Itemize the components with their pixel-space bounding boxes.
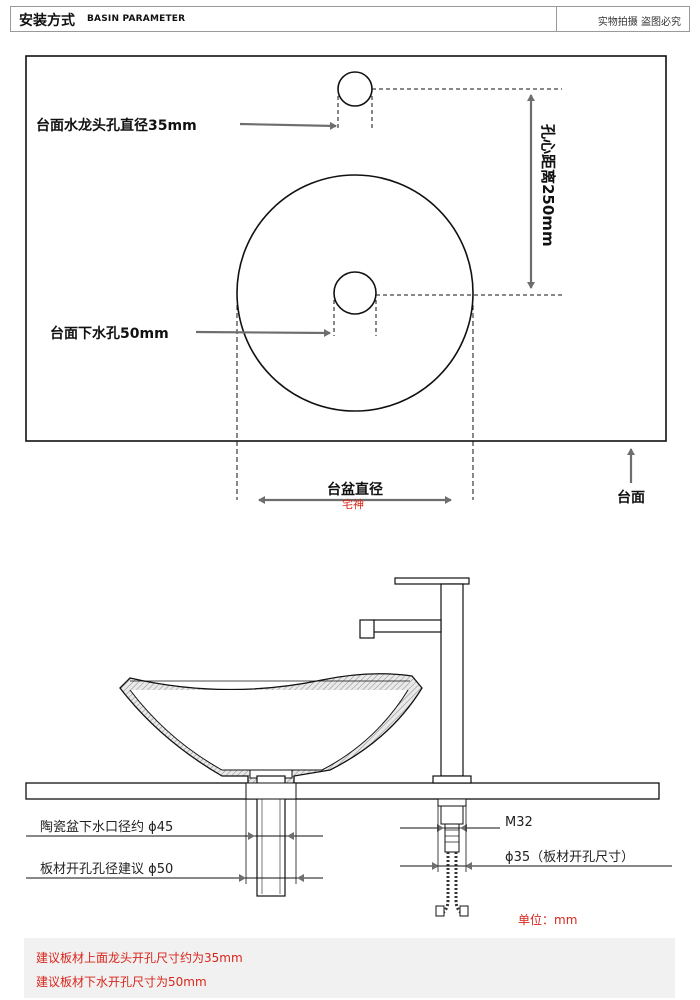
drain-hole-label: 台面下水孔50mm [50,325,169,342]
countertop-label: 台面 [617,489,645,506]
faucet-base [432,775,472,784]
center-distance-label: 孔心距离250mm [539,124,557,247]
drain-hole-circle [333,271,377,315]
basin-drain-label: 陶瓷盆下水口径约 ϕ45 [40,819,173,835]
board-hole-label: 板材开孔孔径建议 ϕ50 [40,862,173,877]
thread-label: M32 [505,815,533,830]
supply-hose-left [440,852,450,916]
faucet-hole-circle [337,71,373,107]
note-drain-hole: 建议板材下水开孔尺寸为50mm [36,975,207,989]
copyright-notice: 实物拍摄 盗图必究 [597,17,681,28]
faucet-washer [437,798,467,807]
faucet-nut [440,805,464,825]
section-subtitle: BASIN PARAMETER [87,14,186,24]
faucet-hole-arrow [239,121,337,130]
faucet-spout [372,619,442,633]
drain-hole-arrow [195,328,331,337]
countertop-outline [25,55,667,442]
faucet-hole-label: 台面水龙头孔直径35mm [36,117,197,134]
supply-hose-right [454,852,464,916]
faucet-body [440,583,464,777]
basin-circle [236,174,474,412]
hose-fitting-right [459,905,469,917]
faucet-shank [444,823,460,853]
board-hole-cut [245,782,297,800]
faucet-hole-size-label: ϕ35（板材开孔尺寸） [505,850,634,865]
section-header: 安装方式 BASIN PARAMETER 实物拍摄 盗图必究 [10,6,690,32]
basin-inner-surface [129,689,409,771]
unit-label: 单位：mm [518,912,577,927]
faucet-top-cap [394,577,470,585]
faucet-spout-tip [359,619,375,639]
hose-fitting-left [435,905,445,917]
header-divider [556,7,557,31]
countertop-slab [25,782,660,800]
note-faucet-hole: 建议板材上面龙头开孔尺寸约为35mm [36,951,243,965]
watermark-text: 宅神 [342,497,364,511]
section-title: 安装方式 [19,13,75,29]
basin-diameter-label: 台盆直径 [327,481,383,498]
install-notes: 建议板材上面龙头开孔尺寸约为35mm 建议板材下水开孔尺寸为50mm [24,938,675,998]
